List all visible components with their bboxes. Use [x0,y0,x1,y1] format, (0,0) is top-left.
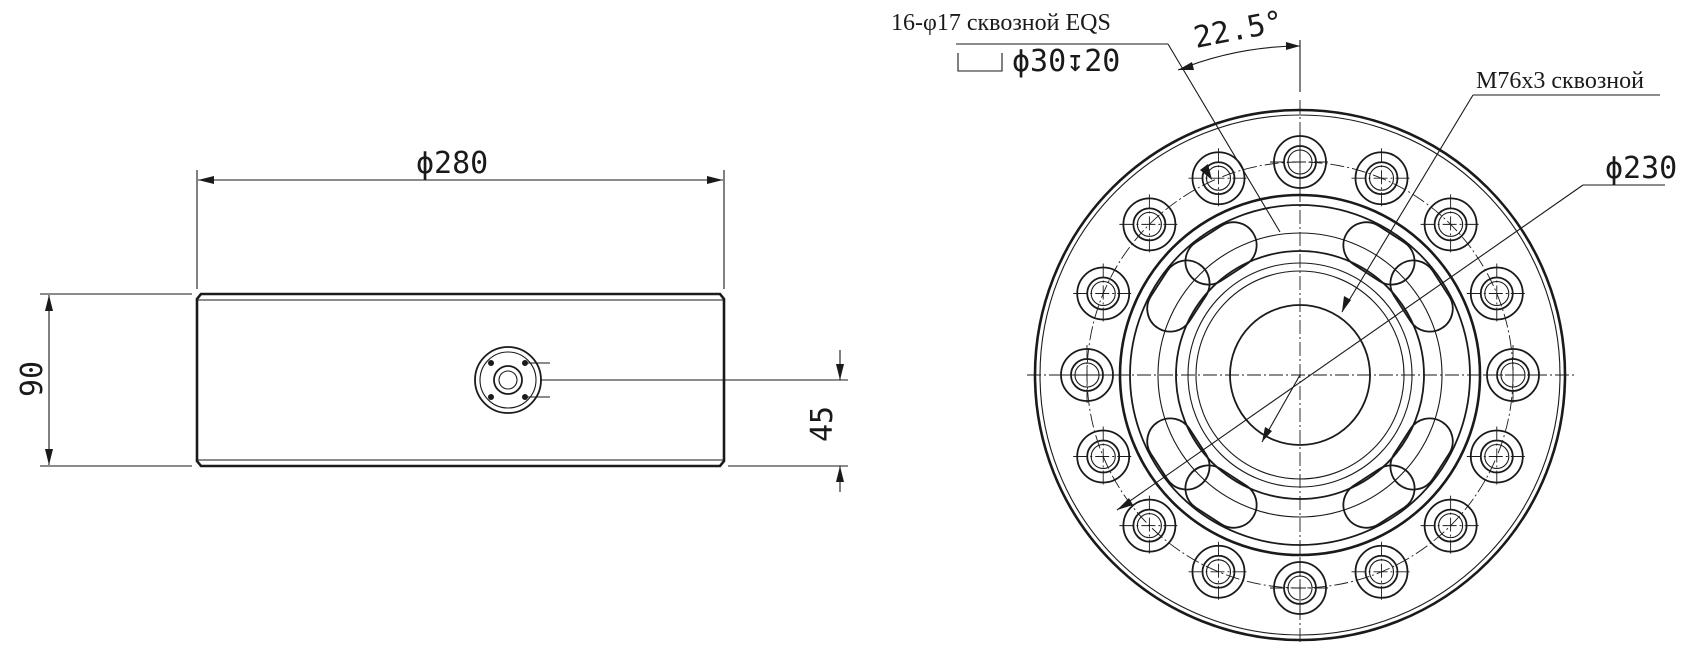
dim-height-label: 90 [15,361,50,397]
bolt-hole [1483,345,1543,405]
bolt-hole [1188,148,1249,209]
side-view-outline [195,292,726,468]
angle-label: 22.5° [1191,4,1286,56]
bolt-hole [1073,426,1134,487]
thread-note: M76x3 сквозной [1476,68,1644,94]
bolt-hole [1073,263,1134,324]
slot [1342,221,1416,286]
bolt-hole [1466,426,1527,487]
slot [1184,464,1258,529]
dim-diameter-280: ϕ280 [196,146,725,289]
outer-flange [1033,108,1567,642]
slot [1146,417,1211,491]
connector [474,346,550,414]
bolt-hole [1351,541,1412,602]
bolt-hole [1119,495,1180,556]
dim-offset-45: 45 [728,350,848,492]
bolt-hole [1270,558,1330,618]
front-view: 16-φ17 сквозной EQS ϕ30↧20 22.5° M76x3 с… [891,4,1677,645]
bolt-hole [1351,148,1412,209]
bolt-hole [1420,495,1481,556]
slot [1389,259,1454,333]
center-bore [1229,304,1371,446]
side-view: ϕ280 90 45 [15,146,848,492]
dim-height-90: 90 [15,293,192,467]
bolt-hole-ring [1057,132,1543,618]
bolt-hole [1188,541,1249,602]
slot [1389,417,1454,491]
bolt-hole [1270,132,1330,192]
slot-ring [1146,221,1454,529]
bolt-hole [1466,263,1527,324]
inner-body [1118,193,1482,557]
bolt-circle-label: ϕ230 [1605,151,1677,186]
hole-note: 16-φ17 сквозной EQS [891,10,1111,36]
dim-offset-label: 45 [805,406,840,442]
slot [1146,259,1211,333]
slot [1184,221,1258,286]
bolt-hole [1420,194,1481,255]
bolt-hole [1119,194,1180,255]
bolt-hole [1057,345,1117,405]
counterbore-note: ϕ30↧20 [1012,44,1120,79]
dim-diameter-label: ϕ280 [416,146,488,181]
slot [1342,464,1416,529]
